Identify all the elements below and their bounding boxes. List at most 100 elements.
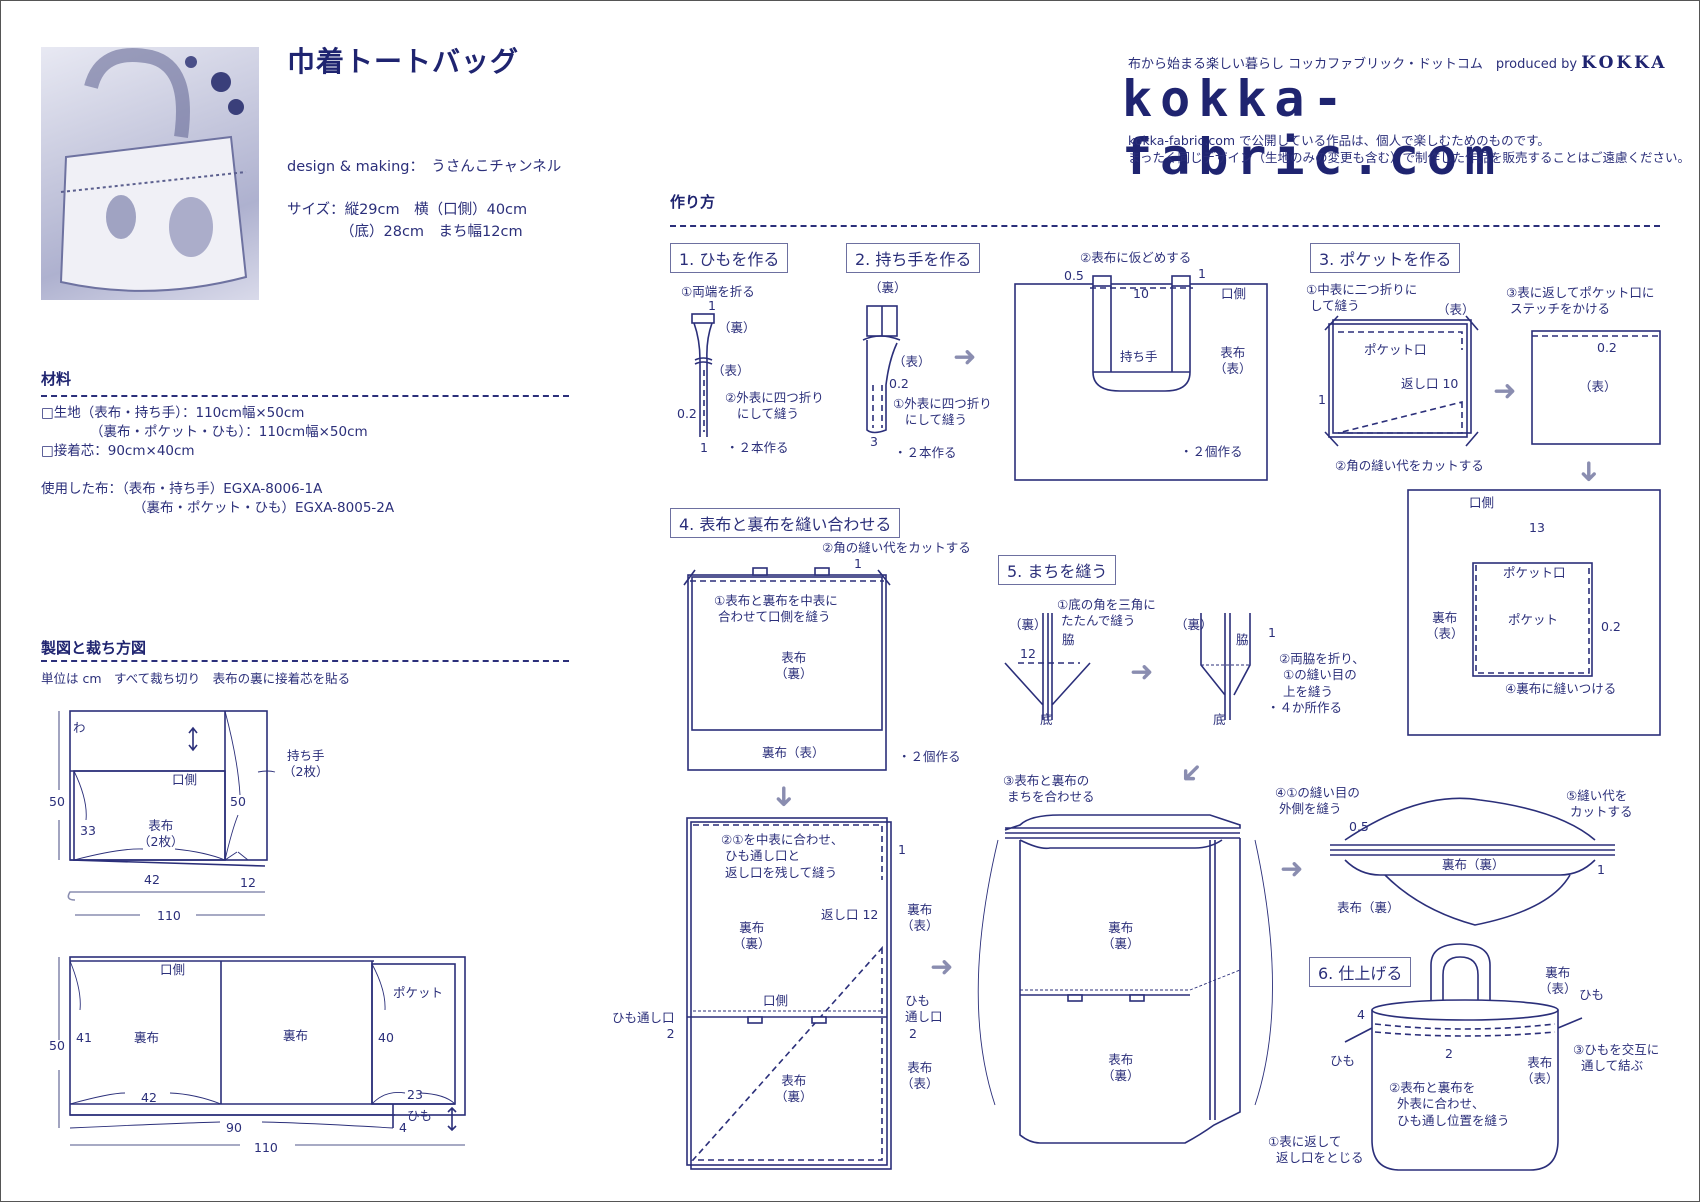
dim-33: 33 bbox=[80, 823, 96, 838]
step-5-title: 5. まちを縫う bbox=[998, 555, 1117, 585]
site-logo[interactable]: kokka-fabric.com bbox=[1122, 70, 1504, 186]
s3-omote: （表） bbox=[1437, 302, 1475, 317]
s4-ura: 裏布（表） bbox=[762, 745, 825, 760]
arrow-right-icon: ➜ bbox=[930, 950, 954, 983]
materials-heading: 材料 bbox=[41, 370, 72, 388]
label-pocket: ポケット bbox=[393, 985, 444, 1000]
s4-n1: 1 bbox=[854, 556, 862, 571]
grain-arrow bbox=[188, 726, 198, 752]
dim-41: 41 bbox=[76, 1030, 92, 1045]
tagline-text: 布から始まる楽しい暮らし コッカファブリック・ドットコム produced by bbox=[1128, 57, 1578, 72]
label-opening-side: 口側 bbox=[172, 772, 198, 787]
s3-omote2: （表） bbox=[1579, 379, 1617, 394]
arrow-down-icon: ➜ bbox=[768, 784, 802, 809]
s2-omote: （表） bbox=[893, 354, 931, 369]
arrow-right-icon: ➜ bbox=[1130, 655, 1154, 688]
s4-count: ・２個作る bbox=[898, 749, 961, 764]
s2-ura: （裏） bbox=[869, 280, 907, 295]
s3-turn: ③表に返してポケット口に ステッチをかける bbox=[1506, 285, 1655, 317]
grain-arrow bbox=[447, 1106, 457, 1132]
s5-cut: ⑤縫い代を カットする bbox=[1566, 788, 1633, 820]
s3-attach: ④裏布に縫いつける bbox=[1505, 681, 1617, 696]
dim-4: 4 bbox=[399, 1120, 407, 1135]
s4-omote-fabric: 表布（裏） bbox=[775, 1073, 813, 1105]
step4-join-drawing bbox=[686, 817, 892, 1170]
usage-notice-2: まったく同じデザイン（生地のみの変更も含む）で制作した作品を販売することはご遠慮… bbox=[1128, 150, 1691, 165]
arrow-right-icon: ➜ bbox=[953, 340, 977, 373]
label-string: ひも bbox=[407, 1108, 433, 1123]
step-1-title: 1. ひもを作る bbox=[670, 243, 789, 273]
brand-tagline: 布から始まる楽しい暮らし コッカファブリック・ドットコム produced by… bbox=[1128, 52, 1667, 74]
s3-fold: ①中表に二つ折りに して縫う bbox=[1306, 282, 1418, 314]
s2-mochite: 持ち手 bbox=[1120, 349, 1158, 364]
dim-40: 40 bbox=[378, 1030, 394, 1045]
s6-outer: 表布（表） bbox=[1521, 1055, 1559, 1087]
s5-n1: 1 bbox=[1268, 625, 1276, 640]
label-handle: 持ち手（2枚） bbox=[283, 748, 329, 780]
arrow-right-icon: ➜ bbox=[1493, 374, 1517, 407]
s5-match: ③表布と裏布の まちを合わせる bbox=[1003, 773, 1095, 805]
s2-omote-fabric: 表布（表） bbox=[1214, 345, 1252, 377]
label-outer-fabric: 表布（2枚） bbox=[138, 818, 184, 850]
s1-omote: （表） bbox=[712, 363, 750, 378]
s1-n1b: 1 bbox=[700, 440, 708, 455]
size-line-1: サイズ：縦29cm 横（口側）40cm bbox=[287, 202, 528, 218]
label-opening-side: 口側 bbox=[160, 962, 186, 977]
s5-lining: 裏布（裏） bbox=[1102, 920, 1140, 952]
producer-name: KOKKA bbox=[1581, 53, 1668, 73]
dim-110: 110 bbox=[157, 908, 181, 923]
s3-pocketguchi2: ポケット口 bbox=[1503, 565, 1566, 580]
dim-50b: 50 bbox=[230, 794, 246, 809]
s5-n12: 12 bbox=[1020, 646, 1036, 661]
s4-lining-side: 裏布（表） bbox=[901, 902, 939, 934]
s2-n10: 10 bbox=[1133, 286, 1149, 301]
s5-n05: 0.5 bbox=[1349, 819, 1369, 834]
s6-tie: ③ひもを交互に 通して結ぶ bbox=[1573, 1042, 1660, 1074]
dim-90: 90 bbox=[226, 1120, 242, 1135]
usage-notice-1: kokka-fabric.com で公開している作品は、個人で楽しむためのもので… bbox=[1128, 133, 1550, 148]
howto-divider bbox=[670, 225, 1660, 227]
s2-n3: 3 bbox=[870, 434, 878, 449]
s1-n1: 1 bbox=[708, 298, 716, 313]
s4-sew: ①表布と裏布を中表に 合わせて口側を縫う bbox=[714, 593, 838, 625]
s1-count: ・２本作る bbox=[726, 440, 789, 455]
arrow-right-icon: ➜ bbox=[1280, 852, 1304, 885]
s4-kuchigawa: 口側 bbox=[763, 993, 789, 1008]
s3-n02b: 0.2 bbox=[1601, 619, 1621, 634]
s4-n1b: 1 bbox=[898, 842, 906, 857]
s4-omote: 表布（裏） bbox=[775, 650, 813, 682]
pattern-note: 単位は cm すべて裁ち切り 表布の裏に接着芯を貼る bbox=[41, 671, 351, 686]
dim-50: 50 bbox=[49, 794, 65, 809]
s6-himo2: ひも bbox=[1330, 1053, 1356, 1068]
design-credit: design & making： うさんこチャンネル bbox=[287, 159, 562, 175]
material-item: （裏布・ポケット・ひも）：110cm幅×50cm bbox=[90, 424, 368, 440]
step3-attach-drawing bbox=[1407, 489, 1661, 736]
s2-sew: ①外表に四つ折り にして縫う bbox=[893, 396, 992, 428]
material-item: □生地（表布・持ち手）：110cm幅×50cm bbox=[41, 405, 305, 421]
cutting-diagram-1 bbox=[58, 710, 276, 916]
s3-n13: 13 bbox=[1529, 520, 1545, 535]
s5-outer: 表布（裏） bbox=[1102, 1052, 1140, 1084]
fabric-used-1: 使用した布：（表布・持ち手）EGXA-8006-1A bbox=[41, 481, 323, 497]
step5-flat-drawing bbox=[1330, 797, 1615, 926]
s3-lining: 裏布（表） bbox=[1426, 610, 1464, 642]
step5-gusset-drawing bbox=[1004, 613, 1251, 720]
product-photo bbox=[41, 47, 259, 300]
s3-pocketguchi: ポケット口 bbox=[1364, 342, 1427, 357]
s4-kaeshi: 返し口 12 bbox=[821, 907, 879, 922]
s5-waki2: 脇 bbox=[1236, 632, 1249, 647]
dim-110: 110 bbox=[254, 1140, 278, 1155]
s3-n1: 1 bbox=[1318, 392, 1326, 407]
s2-baste: ②表布に仮どめする bbox=[1080, 250, 1192, 265]
s3-n02: 0.2 bbox=[1597, 340, 1617, 355]
dim-50: 50 bbox=[49, 1038, 65, 1053]
s5-ura: （裏） bbox=[1009, 617, 1047, 632]
size-line-2: （底）28cm まち幅12cm bbox=[340, 224, 523, 240]
s6-sew: ②表布と裏布を 外表に合わせ、 ひも通し位置を縫う bbox=[1389, 1080, 1510, 1128]
s2-count: ・２本作る bbox=[894, 445, 957, 460]
s5-fold2: ②両脇を折り、 ①の縫い目の 上を縫う・４か所作る bbox=[1267, 651, 1365, 715]
s1-n02: 0.2 bbox=[677, 406, 697, 421]
s5-outer-inside: 表布（裏） bbox=[1337, 900, 1400, 915]
step1-string-drawing bbox=[691, 313, 715, 437]
dim-23: 23 bbox=[407, 1087, 423, 1102]
